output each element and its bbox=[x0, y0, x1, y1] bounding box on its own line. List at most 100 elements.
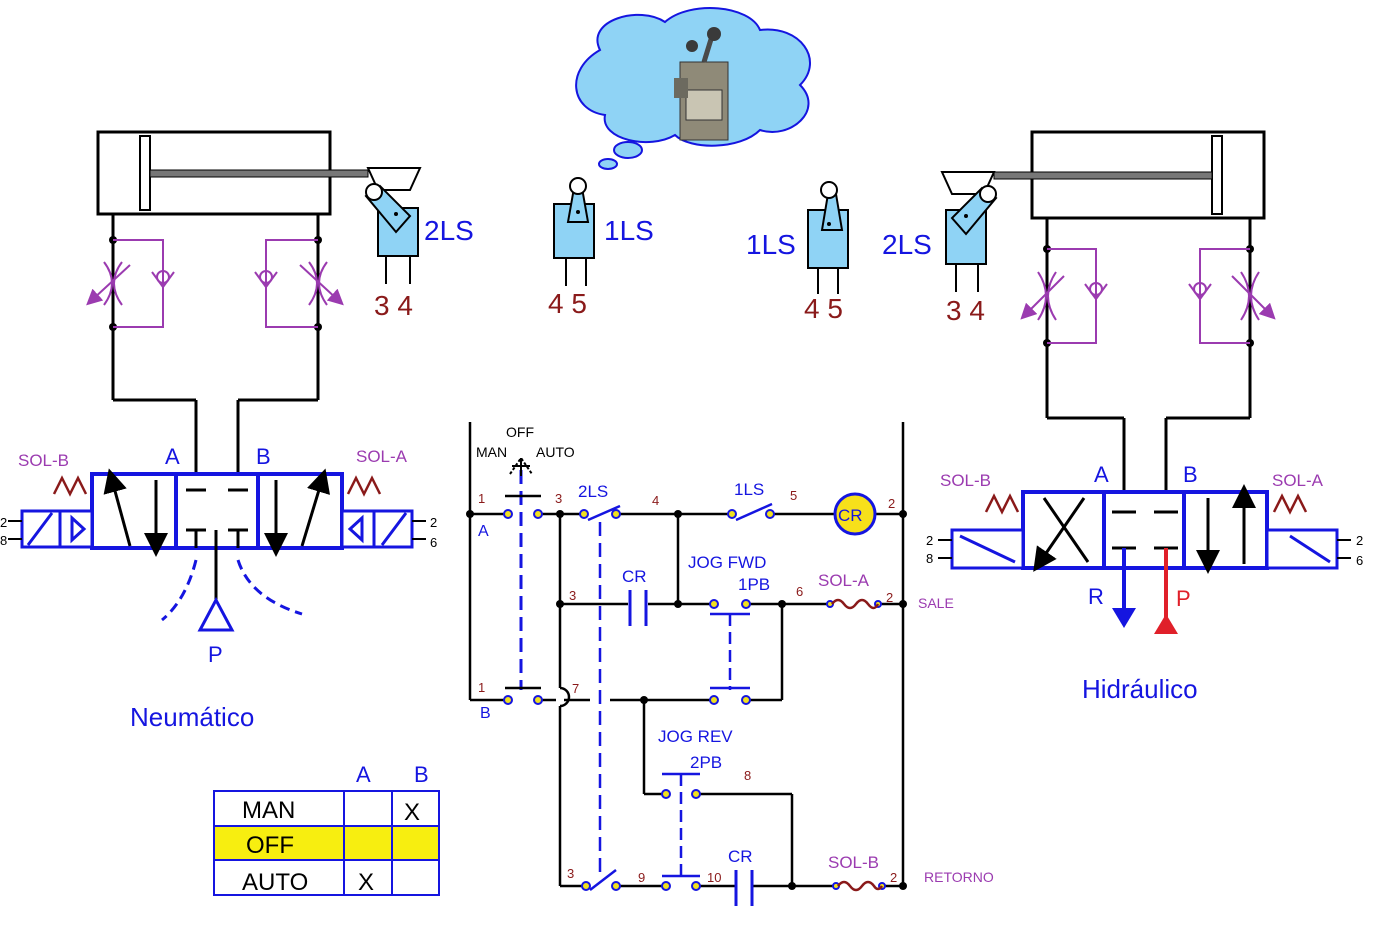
ladder-label-a: A bbox=[478, 523, 489, 540]
pneumatic-sol-a: SOL-A bbox=[356, 447, 408, 466]
pneumatic-spring-right-icon bbox=[346, 475, 382, 497]
hydraulic-flow-control-left-icon bbox=[1020, 248, 1108, 344]
pneumatic-pin-lb: 8 bbox=[0, 533, 7, 548]
hydraulic-labels: Hidráulico A B R P SOL-B SOL-A 2 8 2 6 1… bbox=[746, 229, 1363, 704]
hydraulic-title: Hidráulico bbox=[1082, 674, 1198, 704]
ladder-labels: OFF MAN AUTO A B 1 3 2LS 4 1LS 5 CR 2 3 … bbox=[476, 424, 994, 885]
center-1ls-label-left: 1LS bbox=[604, 215, 654, 246]
pneumatic-spring-left-icon bbox=[52, 475, 88, 497]
hydraulic-sol-a: SOL-A bbox=[1272, 471, 1324, 490]
node-4: 4 bbox=[652, 493, 659, 508]
ladder-label-b: B bbox=[480, 705, 491, 722]
node-2-r1: 2 bbox=[888, 496, 895, 511]
ladder-contacts bbox=[503, 509, 886, 891]
selector-off-label: OFF bbox=[506, 424, 534, 440]
pneumatic-valve bbox=[90, 468, 344, 600]
hydraulic-valve bbox=[1021, 484, 1269, 634]
node-2-r5: 2 bbox=[890, 870, 897, 885]
node-2-r2: 2 bbox=[886, 590, 893, 605]
pneumatic-title: Neumático bbox=[130, 702, 254, 732]
pneumatic-exhaust-icon bbox=[161, 559, 303, 632]
hydraulic-2ls-label: 2LS bbox=[882, 229, 932, 260]
node-1-top: 1 bbox=[478, 491, 485, 506]
limit-switch-photo-icon bbox=[674, 27, 729, 141]
table-col-b: B bbox=[414, 762, 429, 787]
pb1-label: 1PB bbox=[738, 575, 770, 594]
selector-switch bbox=[505, 456, 541, 690]
hydraulic-pin-lb: 8 bbox=[926, 551, 933, 566]
cr-coil-label: CR bbox=[838, 506, 863, 525]
center-1ls-pins-left: 4 5 bbox=[548, 288, 587, 319]
pneumatic-solenoid-left bbox=[8, 509, 94, 549]
cr-contact-r2-label: CR bbox=[622, 567, 647, 586]
hydraulic-spring-left-icon bbox=[984, 493, 1020, 515]
pneumatic-labels: Neumático A B P SOL-B SOL-A 2 8 2 6 2LS … bbox=[0, 215, 654, 732]
ladder-wires bbox=[470, 512, 903, 888]
pneumatic-cylinder bbox=[96, 130, 422, 216]
pneumatic-pin-rt: 2 bbox=[430, 515, 437, 530]
hydraulic-junctions bbox=[1043, 245, 1254, 347]
ladder-2ls-label: 2LS bbox=[578, 482, 608, 501]
pneumatic-flow-control-left-icon bbox=[86, 239, 175, 328]
cr-contact-r5-label: CR bbox=[728, 847, 753, 866]
hydraulic-port-b: B bbox=[1183, 462, 1198, 487]
pneumatic-pin-lt: 2 bbox=[0, 515, 7, 530]
table-row-off-label: OFF bbox=[246, 832, 294, 859]
pneumatic-sol-b: SOL-B bbox=[18, 451, 69, 470]
pneumatic-port-p: P bbox=[208, 642, 223, 667]
hydraulic-solenoid-left bbox=[938, 528, 1025, 570]
center-1ls-switch-right bbox=[807, 181, 849, 294]
node-7: 7 bbox=[572, 681, 579, 696]
ladder-junctions bbox=[466, 510, 907, 890]
ladder-sol-coils bbox=[831, 598, 884, 892]
hydraulic-port-r: R bbox=[1088, 584, 1104, 609]
retorno-label: RETORNO bbox=[924, 869, 994, 885]
ladder-2ls-contact bbox=[587, 504, 621, 891]
selector-man-label: MAN bbox=[476, 444, 507, 460]
node-3-r2: 3 bbox=[569, 588, 576, 603]
table-col-a: A bbox=[356, 762, 371, 787]
hydraulic-pin-rb: 6 bbox=[1356, 553, 1363, 568]
hydraulic-port-p: P bbox=[1176, 586, 1191, 611]
center-1ls-pins-right: 4 5 bbox=[804, 293, 843, 324]
ladder-rails bbox=[468, 422, 905, 886]
node-3-r5: 3 bbox=[567, 866, 574, 881]
node-9: 9 bbox=[638, 870, 645, 885]
cr-coil bbox=[833, 492, 877, 536]
center-1ls-switch-left bbox=[553, 177, 595, 286]
node-8: 8 bbox=[744, 768, 751, 783]
hydraulic-pin-lt: 2 bbox=[926, 533, 933, 548]
node-5: 5 bbox=[790, 488, 797, 503]
table-row-man-b: X bbox=[404, 799, 420, 826]
hydraulic-flow-control-right-icon bbox=[1188, 248, 1276, 344]
ladder-pushbuttons bbox=[662, 612, 750, 878]
pneumatic-solenoid-right bbox=[340, 509, 426, 549]
table-row-auto-label: AUTO bbox=[242, 869, 308, 896]
pneumatic-pin-rb: 6 bbox=[430, 535, 437, 550]
pneumatic-2ls-pins: 3 4 bbox=[374, 290, 413, 321]
pb2-label: 2PB bbox=[690, 753, 722, 772]
hydraulic-spring-right-icon bbox=[1272, 493, 1308, 515]
center-1ls-label-right: 1LS bbox=[746, 229, 796, 260]
selector-auto-label: AUTO bbox=[536, 444, 575, 460]
table-row-man-label: MAN bbox=[242, 797, 295, 824]
table-row-auto-a: X bbox=[358, 869, 374, 896]
ladder-sol-a-label: SOL-A bbox=[818, 571, 870, 590]
node-1-r3: 1 bbox=[478, 680, 485, 695]
hydraulic-sol-b: SOL-B bbox=[940, 471, 991, 490]
hydraulic-port-a: A bbox=[1094, 462, 1109, 487]
hydraulic-2ls-switch bbox=[945, 185, 998, 292]
hydraulic-pin-rt: 2 bbox=[1356, 533, 1363, 548]
pneumatic-port-a: A bbox=[165, 444, 180, 469]
node-10: 10 bbox=[707, 870, 721, 885]
hydraulic-cylinder bbox=[940, 130, 1266, 220]
hydraulic-2ls-pins: 3 4 bbox=[946, 295, 985, 326]
ladder-cr-contacts bbox=[628, 590, 754, 906]
pneumatic-junctions bbox=[109, 236, 322, 331]
ladder-1ls-contact bbox=[735, 502, 773, 522]
pneumatic-port-b: B bbox=[256, 444, 271, 469]
jog-fwd-label: JOG FWD bbox=[688, 553, 766, 572]
node-6: 6 bbox=[796, 584, 803, 599]
sale-label: SALE bbox=[918, 595, 954, 611]
